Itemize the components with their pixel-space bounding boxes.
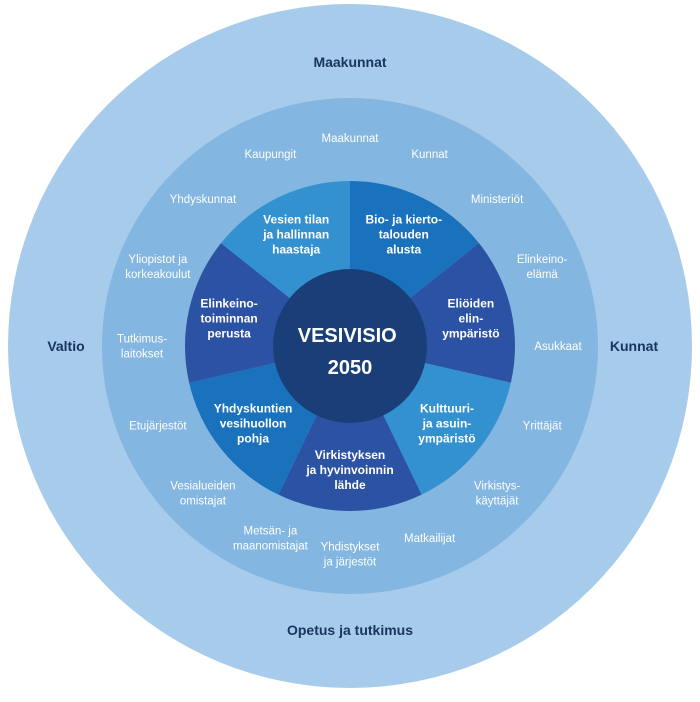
segment-label-kulttuuri-line: Kulttuuri- <box>420 402 474 416</box>
segment-label-eliot-line: ympäristö <box>442 327 499 341</box>
stakeholder-matkailijat: Matkailijat <box>404 533 456 545</box>
stakeholder-tutkimuslaitokset: Tutkimus-laitokset <box>117 334 167 361</box>
segment-label-kulttuuri-line: ja asuin- <box>422 417 472 431</box>
center-title-line-2: 2050 <box>328 357 373 379</box>
stakeholder-virkistyskayttajat-line: käyttäjät <box>476 496 520 508</box>
stakeholder-maakunnat: Maakunnat <box>322 133 380 145</box>
stakeholder-ministeriot: Ministeriöt <box>471 194 524 206</box>
stakeholder-yhdyskunnat: Yhdyskunnat <box>170 194 237 206</box>
stakeholder-kunnat: Kunnat <box>411 149 448 161</box>
stakeholder-virkistyskayttajat-line: Virkistys- <box>474 481 521 493</box>
stakeholder-kaupungit-line: Kaupungit <box>245 149 298 161</box>
stakeholder-yhdistykset: Yhdistykset ja järjestöt <box>321 542 381 569</box>
segment-label-virkistys-line: ja hyvinvoinnin <box>305 463 393 477</box>
stakeholder-elinkeinoelama-line: elämä <box>527 269 559 281</box>
segment-label-virkistys-line: Virkistyksen <box>315 448 386 462</box>
stakeholder-ministeriot-line: Ministeriöt <box>471 194 524 206</box>
outer-label-maakunnat: Maakunnat <box>313 54 386 70</box>
segment-label-elinkeinotoiminta-line: perusta <box>207 327 251 341</box>
outer-label-opetus-line: Opetus ja tutkimus <box>287 622 413 638</box>
center-title: VESIVISIO 2050 <box>298 325 403 379</box>
segment-label-elinkeinotoiminta-line: Elinkeino- <box>200 297 257 311</box>
outer-label-kunnat: Kunnat <box>610 338 659 354</box>
outer-label-kunnat-line: Kunnat <box>610 338 659 354</box>
segment-label-kulttuuri-line: ympäristö <box>418 432 475 446</box>
stakeholder-maakunnat-line: Maakunnat <box>322 133 380 145</box>
outer-label-maakunnat-line: Maakunnat <box>313 54 386 70</box>
stakeholder-yhdistykset-line: ja järjestöt <box>323 557 377 569</box>
segment-label-vesien-tila-line: Vesien tilan <box>263 212 329 226</box>
outer-label-opetus: Opetus ja tutkimus <box>287 622 413 638</box>
segment-label-kulttuuri: Kulttuuri-ja asuin-ympäristö <box>418 402 475 446</box>
stakeholder-elinkeinoelama: Elinkeino-elämä <box>517 254 568 281</box>
stakeholder-yrittajat-line: Yrittäjät <box>523 421 563 433</box>
segment-label-vesihuolto-line: Yhdyskuntien <box>214 402 293 416</box>
segment-label-elinkeinotoiminta-line: toiminnan <box>200 312 257 326</box>
stakeholder-etujarjestot-line: Etujärjestöt <box>129 421 187 433</box>
stakeholder-kaupungit: Kaupungit <box>245 149 298 161</box>
stakeholder-metsan-maanomistajat-line: maanomistajat <box>233 541 309 553</box>
stakeholder-asukkaat-line: Asukkaat <box>534 341 582 353</box>
stakeholder-yliopistot-line: korkeakoulut <box>125 269 191 281</box>
stakeholder-asukkaat: Asukkaat <box>534 341 582 353</box>
segment-label-eliot-line: elin- <box>459 312 484 326</box>
segment-label-vesihuolto-line: pohja <box>237 432 269 446</box>
center-title-line-1: VESIVISIO <box>298 325 397 347</box>
stakeholder-labels: MaakunnatKunnatMinisteriötElinkeino-eläm… <box>117 133 582 569</box>
stakeholder-vesialueiden-omistajat-line: omistajat <box>180 496 227 508</box>
stakeholder-yrittajat: Yrittäjät <box>523 421 563 433</box>
stakeholder-etujarjestot: Etujärjestöt <box>129 421 187 433</box>
stakeholder-yliopistot: Yliopistot ja korkeakoulut <box>125 254 191 281</box>
outer-label-valtio-line: Valtio <box>47 338 84 354</box>
stakeholder-yhdistykset-line: Yhdistykset <box>321 542 381 554</box>
stakeholder-tutkimuslaitokset-line: Tutkimus- <box>117 334 167 346</box>
stakeholder-virkistyskayttajat: Virkistys-käyttäjät <box>474 481 521 508</box>
stakeholder-metsan-maanomistajat: Metsän- ja maanomistajat <box>233 526 309 553</box>
stakeholder-vesialueiden-omistajat-line: Vesialueiden <box>170 481 235 493</box>
stakeholder-tutkimuslaitokset-line: laitokset <box>121 349 164 361</box>
segment-label-vesihuolto-line: vesihuollon <box>220 417 287 431</box>
segment-label-bio-kiertotalous-line: alusta <box>386 242 421 256</box>
stakeholder-metsan-maanomistajat-line: Metsän- ja <box>244 526 298 538</box>
stakeholder-matkailijat-line: Matkailijat <box>404 533 456 545</box>
stakeholder-yhdyskunnat-line: Yhdyskunnat <box>170 194 237 206</box>
segment-label-bio-kiertotalous-line: Bio- ja kierto- <box>365 212 442 226</box>
segment-label-virkistys-line: lähde <box>334 478 366 492</box>
segment-label-bio-kiertotalous-line: talouden <box>379 227 429 241</box>
center-circle <box>273 269 427 423</box>
outer-label-valtio: Valtio <box>47 338 84 354</box>
stakeholder-yliopistot-line: Yliopistot ja <box>128 254 187 266</box>
stakeholder-elinkeinoelama-line: Elinkeino- <box>517 254 568 266</box>
stakeholder-vesialueiden-omistajat: Vesialueiden omistajat <box>170 481 235 508</box>
segment-label-eliot-line: Eliöiden <box>448 297 495 311</box>
segment-label-vesien-tila-line: haastaja <box>272 242 320 256</box>
stakeholder-kunnat-line: Kunnat <box>411 149 448 161</box>
segment-virkistys <box>278 346 422 511</box>
segment-label-vesien-tila-line: ja hallinnan <box>262 227 329 241</box>
